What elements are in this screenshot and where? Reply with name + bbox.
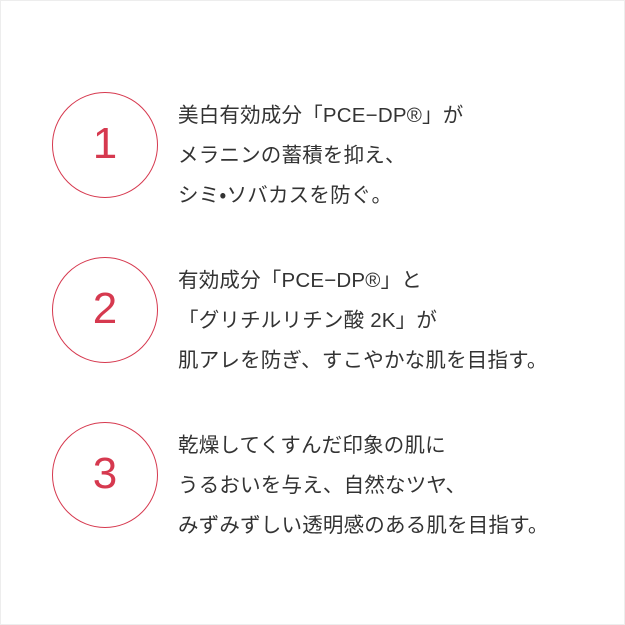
step-number-label: 3 (92, 449, 118, 498)
benefit-line: 乾燥してくすんだ印象の肌に (178, 434, 446, 457)
step-number-label: 2 (92, 284, 118, 333)
benefit-text-2: 有効成分「PCE−DP®」と 「グリチルリチン酸 2K」が 肌アレを防ぎ、すこや… (178, 257, 612, 381)
list-item: 1 美白有効成分「PCE−DP®」が メラニンの蓄積を抑え、 シミ・ソバカスを防… (52, 92, 612, 222)
list-item: 3 乾燥してくすんだ印象の肌に うるおいを与え、自然なツヤ、 みずみずしい透明感… (52, 422, 612, 552)
benefit-text-1: 美白有効成分「PCE−DP®」が メラニンの蓄積を抑え、 シミ・ソバカスを防ぐ。 (178, 92, 612, 216)
step-badge-1: 1 (52, 92, 158, 198)
benefit-text-3: 乾燥してくすんだ印象の肌に うるおいを与え、自然なツヤ、 みずみずしい透明感のあ… (178, 422, 612, 546)
benefit-line: みずみずしい透明感のある肌を目指す。 (178, 514, 549, 537)
list-item: 2 有効成分「PCE−DP®」と 「グリチルリチン酸 2K」が 肌アレを防ぎ、す… (52, 257, 612, 387)
step-badge-2: 2 (52, 257, 158, 363)
benefit-line: 「グリチルリチン酸 2K」が (178, 309, 438, 332)
benefit-line: 肌アレを防ぎ、すこやかな肌を目指す。 (178, 349, 548, 372)
benefit-line: 美白有効成分「PCE−DP®」が (178, 104, 464, 127)
benefit-line: メラニンの蓄積を抑え、 (178, 144, 406, 167)
benefit-line: シミ・ソバカスを防ぐ。 (178, 184, 393, 207)
step-number-label: 1 (92, 119, 118, 168)
step-badge-3: 3 (52, 422, 158, 528)
benefit-line: 有効成分「PCE−DP®」と (178, 269, 423, 292)
benefit-line: うるおいを与え、自然なツヤ、 (178, 474, 467, 497)
